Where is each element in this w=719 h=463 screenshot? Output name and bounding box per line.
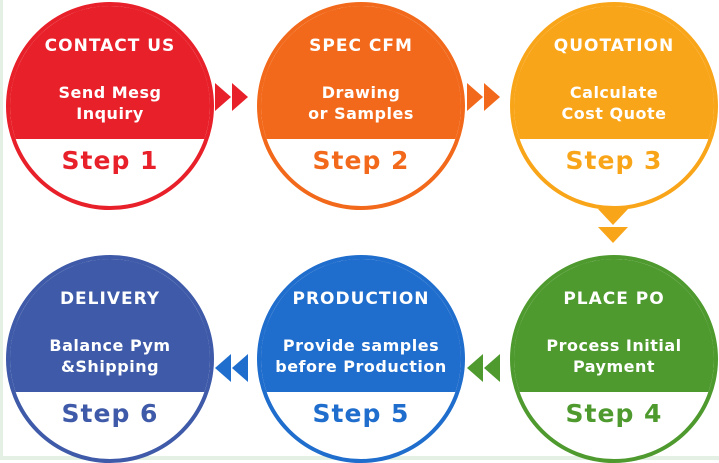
step-3-header: [514, 6, 714, 136]
step-1-desc-line-2: Inquiry: [76, 104, 144, 123]
double-chevron-right-icon: [215, 83, 248, 111]
step-3-desc-line-2: Cost Quote: [561, 104, 667, 123]
step-2-header: [261, 6, 461, 136]
step-2-desc-line-1: Drawing: [321, 83, 401, 102]
step-1-label: Step 1: [61, 146, 159, 175]
step-2-circle: SPEC CFM Drawing or Samples Step 2: [257, 2, 465, 210]
step-1-circle: CONTACT US Send Mesg Inquiry Step 1: [6, 2, 214, 210]
step-5-circle: PRODUCTION Provide samples before Produc…: [257, 255, 465, 463]
step-3-divider: [514, 136, 714, 139]
step-4-desc-line-2: Payment: [572, 357, 656, 376]
step-6-divider: [10, 389, 210, 392]
step-2-divider: [261, 136, 461, 139]
step-5-divider: [261, 389, 461, 392]
step-1-divider: [10, 136, 210, 139]
step-3-circle: QUOTATION Calculate Cost Quote Step 3: [510, 2, 718, 210]
step-2-description: Drawing or Samples: [261, 82, 461, 124]
frame-edge-left: [0, 0, 3, 460]
step-2-label: Step 2: [312, 146, 410, 175]
step-4-label: Step 4: [565, 399, 663, 428]
step-3-desc-line-1: Calculate: [569, 83, 659, 102]
step-5-label: Step 5: [312, 399, 410, 428]
double-chevron-left-icon: [215, 354, 248, 382]
step-2-title: SPEC CFM: [309, 36, 413, 56]
step-4-description: Process Initial Payment: [514, 335, 714, 377]
step-6-label: Step 6: [61, 399, 159, 428]
step-3-title: QUOTATION: [553, 36, 675, 56]
step-4-header: [514, 259, 714, 389]
step-3-description: Calculate Cost Quote: [514, 82, 714, 124]
step-5-description: Provide samples before Production: [261, 335, 461, 377]
step-1-desc-line-1: Send Mesg: [58, 83, 162, 102]
double-chevron-right-icon: [467, 83, 500, 111]
step-1-header: [10, 6, 210, 136]
step-6-description: Balance Pym &Shipping: [10, 335, 210, 377]
step-6-desc-line-1: Balance Pym: [49, 336, 171, 355]
step-6-circle: DELIVERY Balance Pym &Shipping Step 6: [6, 255, 214, 463]
step-1-description: Send Mesg Inquiry: [10, 82, 210, 124]
step-4-divider: [514, 389, 714, 392]
step-2-desc-line-2: or Samples: [308, 104, 414, 123]
step-6-header: [10, 259, 210, 389]
double-chevron-down-icon: [598, 209, 628, 243]
step-4-circle: PLACE PO Process Initial Payment Step 4: [510, 255, 718, 463]
step-6-desc-line-2: &Shipping: [60, 357, 160, 376]
step-1-title: CONTACT US: [44, 36, 176, 56]
double-chevron-left-icon: [467, 354, 500, 382]
step-5-desc-line-2: before Production: [275, 357, 447, 376]
step-4-desc-line-1: Process Initial: [546, 336, 682, 355]
step-4-title: PLACE PO: [563, 289, 665, 309]
step-5-title: PRODUCTION: [292, 289, 430, 309]
step-5-desc-line-1: Provide samples: [282, 336, 440, 355]
step-5-header: [261, 259, 461, 389]
step-3-label: Step 3: [565, 146, 663, 175]
step-6-title: DELIVERY: [59, 289, 161, 309]
